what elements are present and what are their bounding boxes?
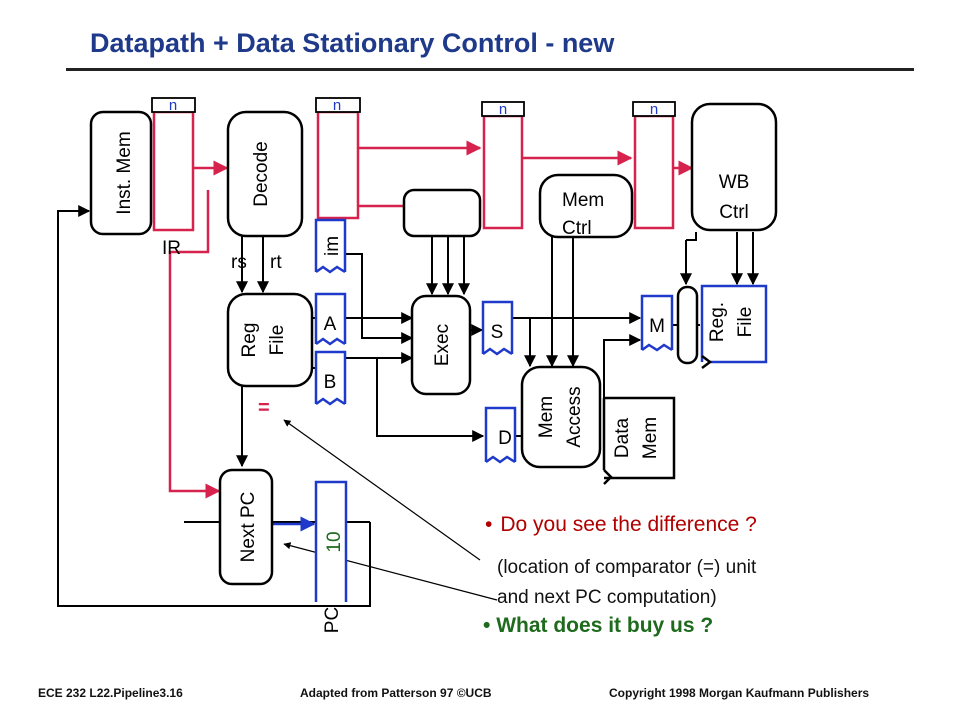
wb-reg-file-label-2: File <box>735 307 756 338</box>
pipe-tag-2: n <box>333 97 341 114</box>
title-rule <box>66 68 914 71</box>
question-2-line-2: and next PC computation) <box>497 587 717 608</box>
data-mem-block: Data Mem <box>602 396 676 485</box>
exec-label: Exec <box>432 324 453 366</box>
footer-center: Adapted from Patterson 97 ©UCB <box>300 686 492 700</box>
a-label: A <box>324 314 337 335</box>
pc-label: PC <box>322 607 343 633</box>
ir-to-nextpc-wire <box>168 190 221 499</box>
comparator-label: = <box>258 397 270 419</box>
wb-ctrl-label-2: Ctrl <box>719 202 749 223</box>
reg-file-label-1: Reg <box>239 323 260 358</box>
b-label: B <box>324 372 337 393</box>
b-register: B <box>314 350 347 406</box>
pipe-ctrl-register-3: n <box>481 101 525 230</box>
s-label: S <box>491 322 504 343</box>
d-label: D <box>498 428 512 449</box>
im-register: im <box>314 218 347 274</box>
footer-left: ECE 232 L22.Pipeline3.16 <box>38 686 183 700</box>
question-1-text: Do you see the difference ? <box>500 513 757 536</box>
mem-access-block: Mem Access <box>520 365 602 469</box>
m-label: M <box>649 316 665 337</box>
data-mem-label-2: Mem <box>640 417 661 459</box>
question-1: • Do you see the difference ? <box>485 513 757 537</box>
footer-right: Copyright 1998 Morgan Kaufmann Publisher… <box>609 686 870 700</box>
pipe-tag-3: n <box>499 101 507 118</box>
pipe-ctrl-register-2: n <box>315 97 361 220</box>
ten-label: 10 <box>324 531 345 552</box>
bullet-1: • <box>485 513 493 536</box>
next-pc-block: Next PC <box>218 468 274 586</box>
pipe-tag-4: n <box>650 101 658 118</box>
reg-file-label-2: File <box>267 325 288 356</box>
a-register: A <box>314 292 347 346</box>
question-3-text: What does it buy us ? <box>496 614 714 637</box>
rt-label: rt <box>270 252 282 273</box>
question-3: • What does it buy us ? <box>483 614 713 638</box>
wb-reg-file-label-1: Reg. <box>707 302 728 342</box>
inst-mem-block: Inst. Mem <box>89 110 153 236</box>
question-2: (location of comparator (=) unit and nex… <box>497 553 756 613</box>
pipe-ctrl-register-1: n <box>151 97 196 232</box>
pc-register: 10 PC <box>314 480 348 633</box>
wb-ctrl-label-1: WB <box>719 172 750 193</box>
wb-mux <box>676 285 699 365</box>
mem-ctrl-label-1: Mem <box>562 190 604 211</box>
question-2-line-1: (location of comparator (=) unit <box>497 557 757 578</box>
m-register: M <box>640 294 674 352</box>
rs-label: rs <box>231 252 247 273</box>
exec-ctrl-register <box>402 188 482 238</box>
datamem-to-m-wire <box>603 334 642 398</box>
pipe-tag-1: n <box>169 97 177 114</box>
s-register: S <box>481 300 514 356</box>
reg-file-block: Reg File <box>226 292 314 388</box>
mem-access-label-2: Access <box>564 386 585 447</box>
mem-access-label-1: Mem <box>536 396 557 438</box>
next-pc-label: Next PC <box>238 492 259 563</box>
wb-ctrl-block: WB Ctrl <box>690 102 778 232</box>
data-mem-label-1: Data <box>612 418 633 459</box>
exec-block: Exec <box>410 294 472 396</box>
decode-label: Decode <box>251 141 272 207</box>
decode-block: Decode <box>226 110 304 238</box>
mem-ctrl-block: Mem Ctrl <box>538 173 634 239</box>
pointer-to-comparator <box>283 419 481 561</box>
mem-ctrl-label-2: Ctrl <box>562 218 592 239</box>
pc-to-instmem-wire <box>57 205 371 607</box>
pipe-ctrl-register-4: n <box>632 101 676 230</box>
wbctrl-to-mux-stub <box>686 232 697 241</box>
im-to-exec-wire <box>345 253 414 344</box>
im-label: im <box>322 236 343 256</box>
inst-mem-label: Inst. Mem <box>114 131 135 214</box>
wb-reg-file: Reg. File <box>700 284 768 369</box>
ir-label: IR <box>162 238 181 259</box>
bullet-3: • <box>483 614 491 637</box>
d-register: D <box>484 406 517 464</box>
slide-title: Datapath + Data Stationary Control - new <box>90 28 615 58</box>
b-to-d-wire <box>376 358 485 442</box>
